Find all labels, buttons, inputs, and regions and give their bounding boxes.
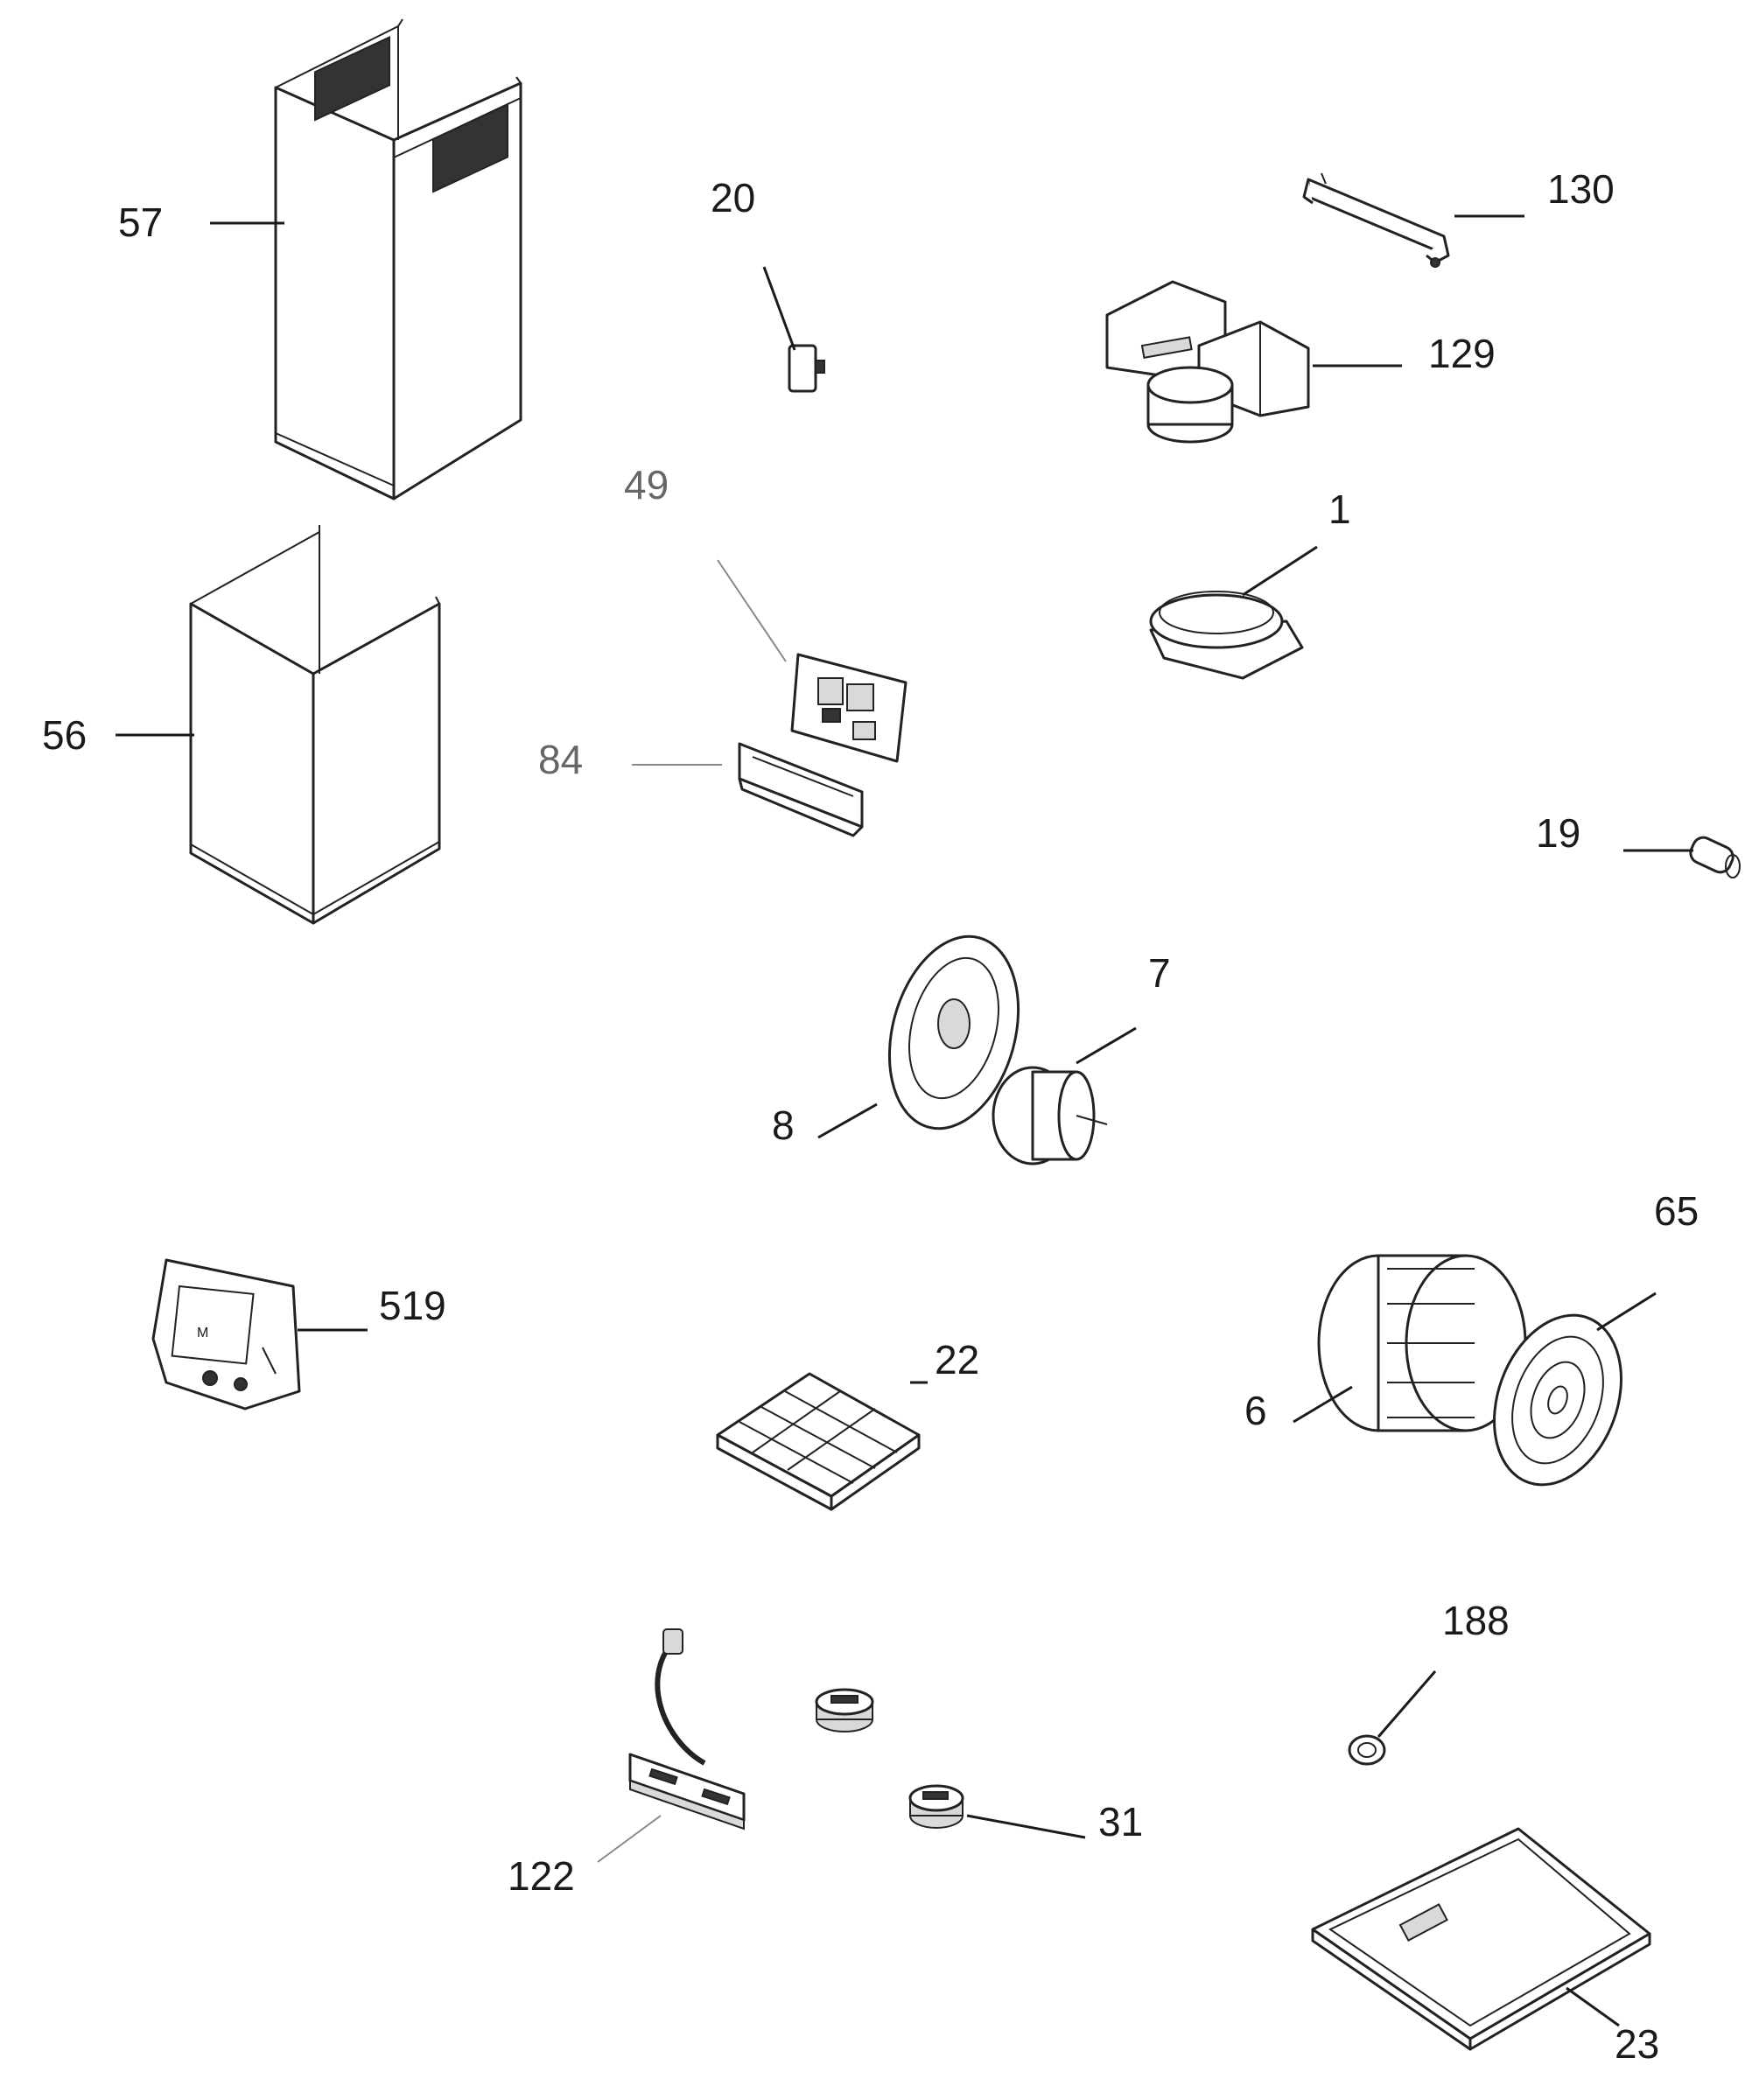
part-20-switch bbox=[788, 344, 825, 393]
leader-20 bbox=[762, 266, 796, 351]
leader-1 bbox=[1242, 545, 1318, 597]
leader-188 bbox=[1377, 1670, 1437, 1738]
part-23-grease-filter bbox=[1311, 1827, 1651, 2051]
leader-6 bbox=[1293, 1385, 1353, 1424]
leader-122 bbox=[597, 1815, 662, 1863]
label-1: 1 bbox=[1328, 486, 1351, 532]
leader-23 bbox=[1566, 1986, 1620, 2027]
part-31-knob-upper bbox=[815, 1688, 874, 1732]
label-49: 49 bbox=[624, 462, 669, 508]
label-19: 19 bbox=[1536, 810, 1580, 856]
leader-49 bbox=[717, 559, 787, 662]
part-519-hardware-bag: M bbox=[151, 1258, 301, 1410]
part-22-filter bbox=[716, 1372, 921, 1511]
label-188: 188 bbox=[1442, 1598, 1510, 1643]
part-1-collar-ring bbox=[1149, 591, 1304, 680]
bag-print-text: M bbox=[197, 1326, 208, 1340]
part-129-fan-housing bbox=[1105, 280, 1310, 444]
label-65: 65 bbox=[1654, 1188, 1699, 1234]
part-8-motor-plate bbox=[887, 934, 1020, 1130]
part-130-bracket bbox=[1302, 172, 1450, 268]
leader-65 bbox=[1596, 1292, 1657, 1332]
label-23: 23 bbox=[1615, 2021, 1659, 2067]
label-20: 20 bbox=[711, 175, 755, 220]
label-7: 7 bbox=[1148, 950, 1171, 996]
leader-8 bbox=[817, 1102, 878, 1139]
leader-31 bbox=[966, 1814, 1086, 1839]
part-31-knob-lower bbox=[908, 1784, 964, 1829]
label-122: 122 bbox=[508, 1853, 575, 1899]
label-519: 519 bbox=[379, 1283, 446, 1328]
label-6: 6 bbox=[1244, 1388, 1267, 1433]
part-65-inlet-ring bbox=[1493, 1313, 1622, 1487]
label-57: 57 bbox=[118, 200, 163, 245]
part-84-board-cover bbox=[738, 742, 864, 837]
label-31: 31 bbox=[1098, 1799, 1143, 1844]
label-129: 129 bbox=[1428, 331, 1496, 376]
part-56-lower-chimney bbox=[189, 525, 441, 925]
part-57-upper-chimney bbox=[274, 18, 522, 500]
leader-7 bbox=[1076, 1026, 1137, 1065]
part-49-circuit-board bbox=[790, 653, 908, 763]
label-84: 84 bbox=[538, 737, 583, 782]
label-130: 130 bbox=[1547, 166, 1615, 212]
label-22: 22 bbox=[935, 1337, 979, 1382]
part-122-switch-assembly bbox=[628, 1628, 746, 1830]
label-8: 8 bbox=[772, 1102, 795, 1148]
part-19-connector bbox=[1689, 836, 1741, 878]
part-6-blower-wheel bbox=[1317, 1254, 1527, 1432]
part-7-motor bbox=[992, 1066, 1108, 1166]
part-188-fitting bbox=[1348, 1734, 1386, 1766]
label-56: 56 bbox=[42, 712, 87, 758]
